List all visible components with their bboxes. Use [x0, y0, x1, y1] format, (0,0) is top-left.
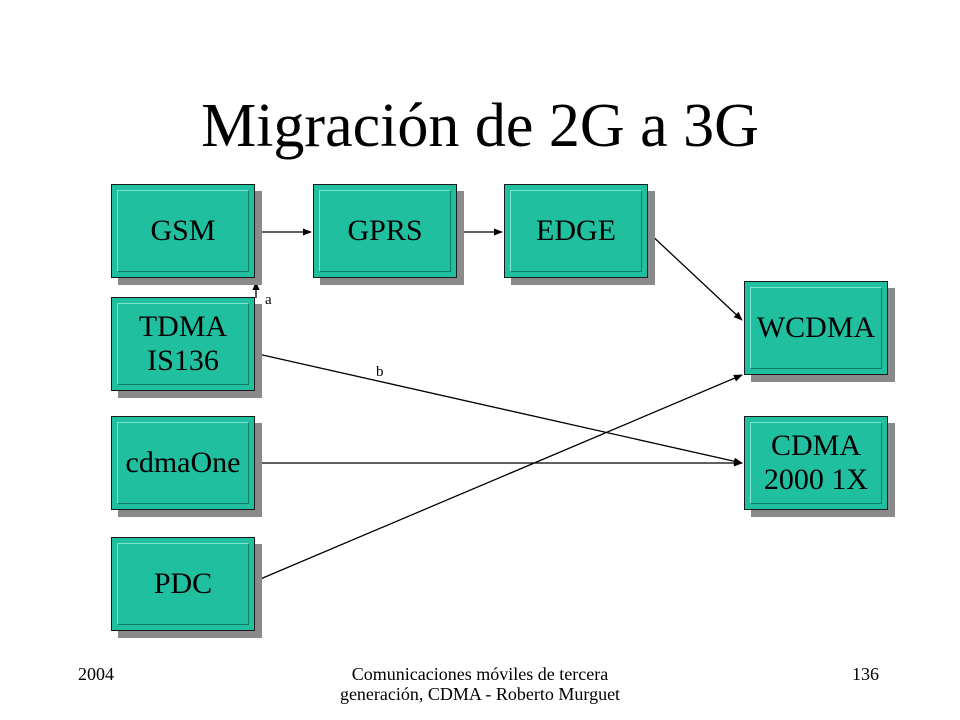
slide-title: Migración de 2G a 3G [201, 92, 759, 160]
node-cdma2000-1x: CDMA 2000 1X [744, 416, 895, 517]
node-wcdma: WCDMA [744, 281, 895, 382]
node-label: TDMA IS136 [138, 310, 228, 377]
node-face: GSM [111, 184, 255, 278]
node-face: GPRS [313, 184, 457, 278]
node-face: WCDMA [744, 281, 888, 375]
footer-caption: Comunicaciones móviles de tercera genera… [339, 664, 621, 704]
node-label: WCDMA [756, 311, 876, 344]
node-label: cdmaOne [125, 446, 241, 479]
arrow-pdc-to-wcdma [257, 374, 743, 581]
node-face: EDGE [504, 184, 648, 278]
node-gprs: GPRS [313, 184, 464, 285]
node-face: CDMA 2000 1X [744, 416, 888, 510]
node-label: GPRS [347, 214, 423, 247]
node-face: PDC [111, 537, 255, 631]
arrow-tdma-to-cdma2000 [257, 353, 743, 465]
node-label: GSM [150, 214, 216, 247]
node-face: cdmaOne [111, 416, 255, 510]
node-gsm: GSM [111, 184, 262, 285]
node-label: PDC [153, 567, 213, 600]
node-label: EDGE [536, 214, 616, 247]
node-tdma-is136: TDMA IS136 [111, 297, 262, 398]
edge-label-b: b [376, 364, 384, 380]
edge-label-a: a [265, 292, 272, 308]
footer-page-number: 136 [852, 664, 879, 684]
node-pdc: PDC [111, 537, 262, 638]
node-face: TDMA IS136 [111, 297, 255, 391]
node-edge: EDGE [504, 184, 655, 285]
arrow-edge-to-wcdma [647, 231, 743, 321]
node-label: CDMA 2000 1X [763, 429, 869, 496]
node-cdmaone: cdmaOne [111, 416, 262, 517]
footer-year: 2004 [78, 664, 114, 684]
